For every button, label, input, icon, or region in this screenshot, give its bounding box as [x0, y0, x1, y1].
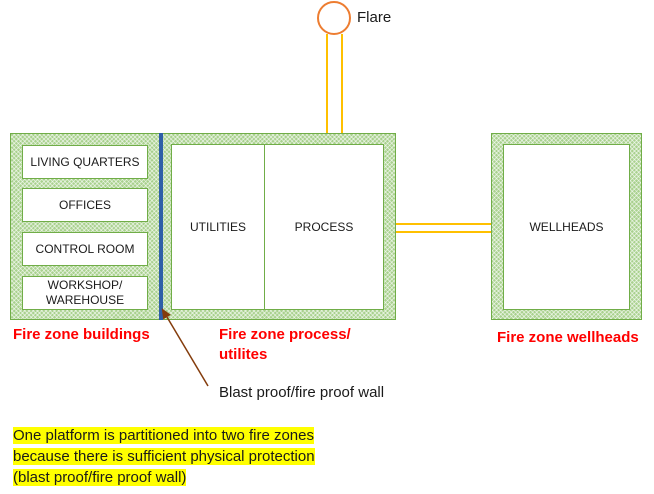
arrow-line — [161, 308, 209, 387]
zone-label-process-line1: Fire zone process/ — [219, 326, 351, 343]
zone-label-buildings: Fire zone buildings — [13, 326, 150, 343]
wall-label: Blast proof/fire proof wall — [219, 384, 385, 401]
wellhead-pipe-bottom — [396, 231, 491, 233]
room-control-room: CONTROL ROOM — [22, 232, 148, 266]
note-line-1: One platform is partitioned into two fir… — [13, 427, 314, 444]
area-wellheads: WELLHEADS — [503, 144, 630, 310]
note-line-3: (blast proof/fire proof wall) — [13, 469, 187, 486]
note-line-2: because there is sufficient physical pro… — [13, 448, 315, 465]
flare-icon — [317, 1, 351, 35]
flare-label: Flare — [357, 9, 392, 26]
flare-pipe-right — [341, 34, 343, 134]
flare-pipe-left — [326, 34, 328, 134]
blast-wall — [159, 133, 163, 320]
room-living-quarters: LIVING QUARTERS — [22, 145, 148, 179]
area-utilities: UTILITIES — [171, 144, 265, 310]
room-workshop-warehouse: WORKSHOP/ WAREHOUSE — [22, 276, 148, 310]
zone-label-wellheads: Fire zone wellheads — [497, 329, 639, 346]
zone-label-process-line2: utilites — [219, 346, 268, 363]
note: One platform is partitioned into two fir… — [13, 425, 315, 488]
area-process: PROCESS — [264, 144, 384, 310]
wellhead-pipe-top — [396, 223, 491, 225]
room-offices: OFFICES — [22, 188, 148, 222]
